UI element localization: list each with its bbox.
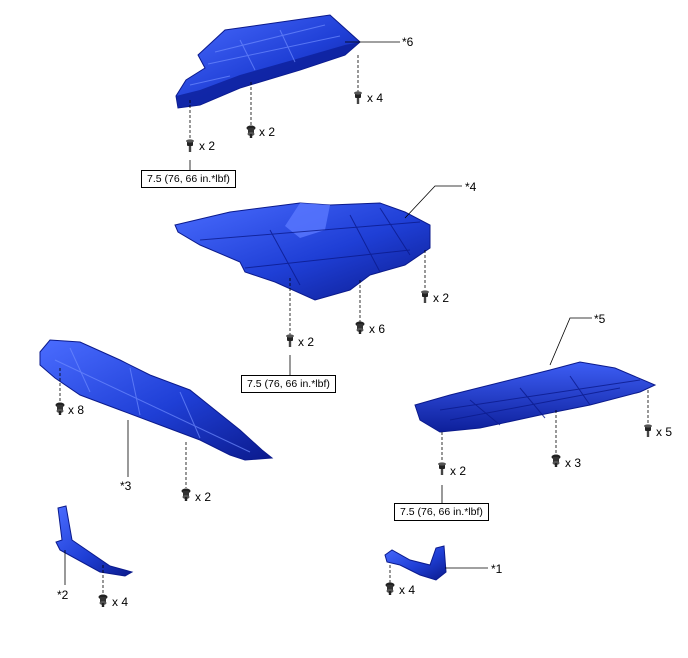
torque-spec: 7.5 (76, 66 in.*lbf) <box>394 503 489 521</box>
torque-spec: 7.5 (76, 66 in.*lbf) <box>241 375 336 393</box>
screw-icon <box>354 91 362 104</box>
qty-label: x 8 <box>68 403 85 417</box>
screw-icon <box>644 424 652 437</box>
clip-icon <box>181 488 191 501</box>
callout-4: *4 <box>465 180 477 194</box>
qty-label: x 2 <box>450 464 467 478</box>
screw-icon <box>186 139 194 152</box>
qty-label: x 4 <box>112 595 129 609</box>
torque-spec: 7.5 (76, 66 in.*lbf) <box>141 170 236 188</box>
screw-icon <box>286 334 294 347</box>
dashed-lines <box>59 55 649 595</box>
clip-icon <box>98 594 108 607</box>
engine-under-cover-part-6 <box>175 14 361 109</box>
qty-label: x 2 <box>195 490 212 504</box>
clip-icon <box>385 582 395 595</box>
bracket-part-1 <box>384 545 447 581</box>
bracket-part-2 <box>55 505 134 577</box>
clip-icon <box>246 125 256 138</box>
screw-icon <box>438 462 446 475</box>
fasteners <box>55 91 652 607</box>
screw-icon <box>421 290 429 303</box>
qty-label: x 2 <box>433 291 450 305</box>
qty-label: x 4 <box>399 583 416 597</box>
qty-label: x 2 <box>259 125 276 139</box>
callout-3: *3 <box>120 479 132 493</box>
qty-label: x 5 <box>656 425 673 439</box>
front-under-cover-part-3 <box>39 339 274 461</box>
callout-5: *5 <box>594 312 606 326</box>
callout-6: *6 <box>402 35 414 49</box>
center-under-cover-part-4 <box>174 202 431 301</box>
rear-under-cover-part-5 <box>414 361 657 433</box>
qty-label: x 2 <box>199 139 216 153</box>
callout-2: *2 <box>57 588 69 602</box>
callout-1: *1 <box>491 562 503 576</box>
clip-icon <box>55 402 65 415</box>
clip-icon <box>551 454 561 467</box>
qty-label: x 6 <box>369 322 386 336</box>
clip-icon <box>355 321 365 334</box>
qty-label: x 2 <box>298 335 315 349</box>
qty-label: x 4 <box>367 91 384 105</box>
leader-lines <box>64 41 592 585</box>
qty-label: x 3 <box>565 456 582 470</box>
